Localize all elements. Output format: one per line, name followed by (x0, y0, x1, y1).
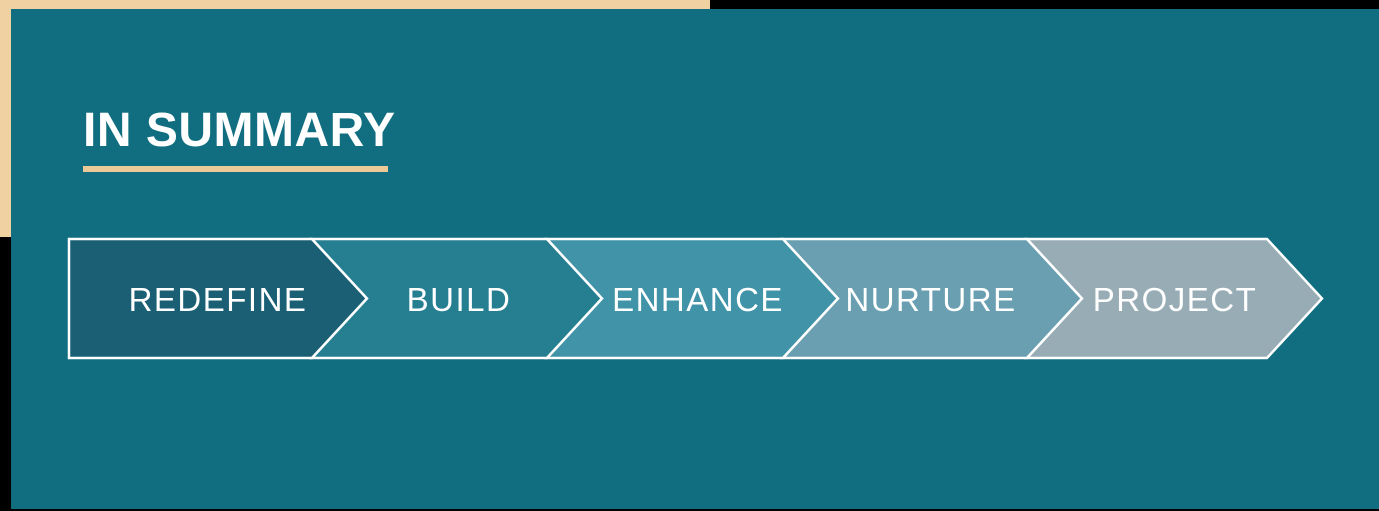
process-step-build: BUILD (309, 237, 604, 360)
process-step-nurture: NURTURE (780, 237, 1084, 360)
slide-panel: IN SUMMARY REDEFINE BUILD ENHANCE NURTUR… (11, 9, 1379, 509)
process-step-label: NURTURE (845, 281, 1016, 318)
process-step-redefine: REDEFINE (67, 237, 369, 360)
process-step-label: PROJECT (1093, 281, 1258, 318)
process-step-label: ENHANCE (612, 281, 784, 318)
title-underline (83, 166, 388, 172)
chevron-shape (1024, 237, 1324, 360)
process-step-label: REDEFINE (129, 281, 308, 318)
slide-title: IN SUMMARY (83, 104, 396, 157)
process-flow-diagram: REDEFINE BUILD ENHANCE NURTURE PROJECT (67, 237, 1324, 360)
process-step-project: PROJECT (1024, 237, 1324, 360)
process-step-label: BUILD (407, 281, 512, 318)
